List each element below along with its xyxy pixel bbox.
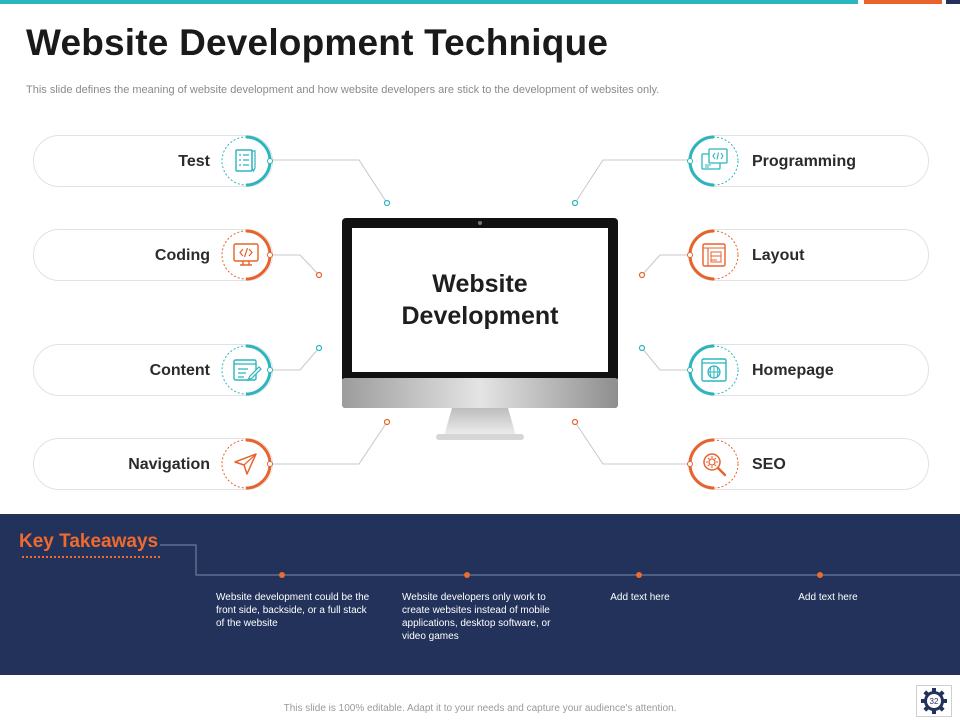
takeaway-text-1: Website development could be the front s… [216,592,370,629]
top-accent-bar-orange [864,0,942,4]
top-accent-bar-teal [0,0,858,4]
code-monitor-icon [221,229,273,281]
item-content: Content [33,344,273,396]
document-edit-icon [221,344,273,396]
monitor-illustration [342,218,618,440]
key-takeaways-underline [22,556,160,558]
item-label: Homepage [752,362,834,379]
key-takeaways-title: Key Takeaways [19,531,159,552]
takeaway-text-3: Add text here [610,592,670,603]
checklist-icon [221,135,273,187]
item-label: Navigation [128,456,210,473]
item-homepage: Homepage [687,344,929,396]
center-line-2: Development [401,302,559,330]
takeaway-text-2: Website developers only work to create w… [402,592,551,642]
navigation-arrow-icon [221,438,273,490]
slide-title: Website Development Technique [26,22,609,63]
item-label: Test [178,153,210,170]
item-coding: Coding [33,229,273,281]
layout-icon [687,229,739,281]
monitor-center-text: Website Development [352,268,608,332]
takeaway-text-4: Add text here [798,592,858,603]
item-label: Programming [752,153,857,170]
item-label: Content [149,362,210,379]
top-accent-bar-navy [946,0,960,4]
slide-subtitle: This slide defines the meaning of websit… [26,84,660,96]
center-line-1: Website [432,270,528,298]
seo-magnifier-icon [687,438,739,490]
item-label: Layout [752,247,805,264]
globe-browser-icon [687,344,739,396]
settings-gear-box: 32 [916,685,952,717]
item-label: SEO [752,456,786,473]
key-takeaways-panel [0,514,960,675]
item-programming: Programming [687,135,929,187]
item-layout: Layout [687,229,929,281]
page-number: 32 [930,697,939,706]
item-seo: SEO [687,438,929,490]
code-window-icon [687,135,739,187]
gear-icon: 32 [921,688,947,714]
item-test: Test [33,135,273,187]
item-label: Coding [154,247,210,264]
item-navigation: Navigation [33,438,273,490]
footer-note: This slide is 100% editable. Adapt it to… [283,703,677,714]
